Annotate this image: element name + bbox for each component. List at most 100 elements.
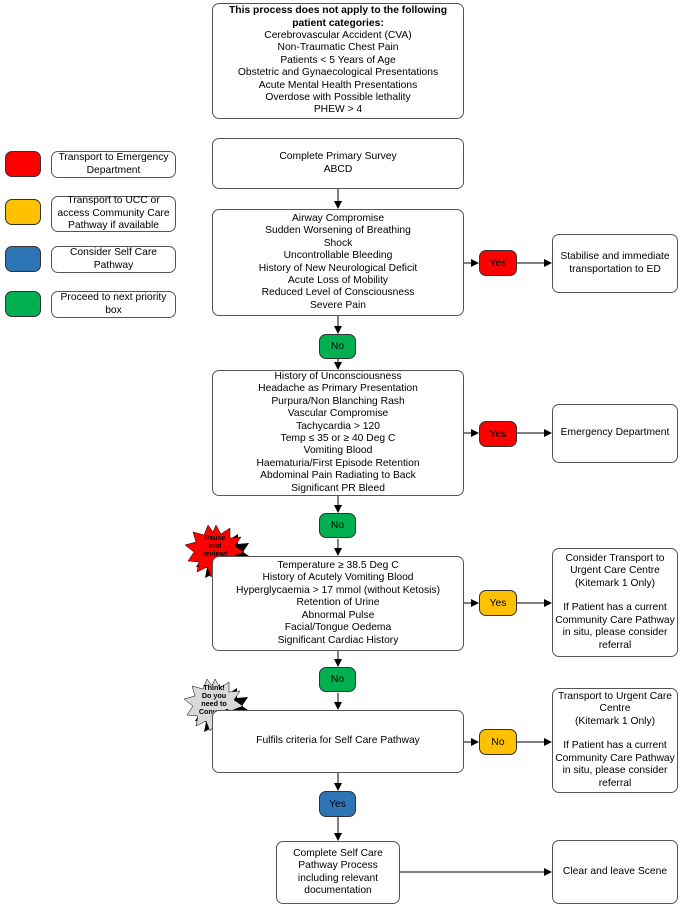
legend-label-red: Transport to Emergency Department — [51, 151, 176, 178]
outcome-text: Community Care Pathway — [555, 614, 675, 626]
box-text: ABCD — [323, 163, 353, 175]
legend-text: Pathway — [93, 259, 134, 271]
criteria-item: Purpura/Non Blanching Rash — [271, 395, 405, 407]
decision-label: Yes — [489, 257, 507, 269]
decision-no-1: No — [319, 334, 356, 359]
outcome-text: Stabilise and immediate — [560, 251, 670, 263]
outcome-text: Consider Transport to — [565, 553, 665, 565]
criteria-item: Acute Loss of Mobility — [287, 274, 389, 286]
decision-yes-2: Yes — [479, 421, 517, 447]
criteria-item: History of Acutely Vomiting Blood — [262, 572, 414, 584]
self-care-process-box: Complete Self Care Pathway Process inclu… — [276, 841, 400, 904]
decision-label: No — [491, 736, 505, 748]
criteria-item: Temp ≤ 35 or ≥ 40 Deg C — [280, 433, 396, 444]
criteria-item: History of New Neurological Deficit — [258, 262, 418, 274]
decision-label: No — [330, 674, 345, 685]
criteria-item: Haematuria/First Episode Retention — [256, 457, 420, 469]
criteria-box-4: Fulfils criteria for Self Care Pathway — [212, 710, 464, 773]
criteria-box-1: Airway Compromise Sudden Worsening of Br… — [212, 209, 464, 316]
decision-label: No — [330, 520, 345, 531]
criteria-item: Hyperglycaemia > 17 mmol (without Ketosi… — [235, 584, 440, 596]
burst-line: Pause — [204, 533, 226, 542]
criteria-item: Reduced Level of Consciousness — [261, 287, 415, 299]
legend-text: Transport to Emergency — [58, 152, 169, 164]
criteria-item: Sudden Worsening of Breathing — [265, 225, 411, 237]
legend-swatch-red — [5, 151, 41, 177]
outcome-text: Transport to Urgent Care — [557, 691, 673, 703]
legend-label-green: Proceed to next priority box — [51, 291, 176, 318]
criteria-item: Significant PR Bleed — [291, 482, 385, 494]
exclusions-heading-line: patient categories: — [292, 17, 384, 29]
decision-label: Yes — [489, 597, 507, 609]
outcome-text: If Patient has a current — [563, 740, 667, 752]
legend-text: access Community Care — [57, 207, 170, 219]
criteria-item: Severe Pain — [309, 299, 367, 311]
criteria-item: Temperature ≥ 38.5 Deg C — [277, 560, 399, 572]
outcome-box-3: Consider Transport to Urgent Care Centre… — [552, 548, 678, 657]
burst-line: Do you — [201, 691, 227, 700]
box-text: Pathway Process — [298, 860, 378, 872]
decision-label: Yes — [489, 428, 507, 440]
burst-line: Think! — [203, 683, 225, 692]
burst-line: need to — [201, 699, 227, 708]
legend-text: Department — [86, 164, 141, 176]
outcome-text: referral — [598, 777, 632, 789]
exclusion-item: PHEW > 4 — [313, 104, 363, 116]
box-text: Complete Primary Survey — [279, 151, 397, 163]
legend-text: Transport to UCC or — [67, 195, 160, 207]
outcome-text: Urgent Care Centre — [570, 565, 660, 577]
burst-line: and — [208, 541, 222, 550]
criteria-item: Significant Cardiac History — [277, 634, 399, 646]
box-text: including relevant — [297, 872, 379, 884]
criteria-item: Headache as Primary Presentation — [258, 383, 418, 395]
decision-yes-1: Yes — [479, 250, 517, 276]
outcome-text: Community Care Pathway — [555, 752, 675, 764]
outcome-text: Clear and leave Scene — [562, 865, 668, 877]
criteria-item: Retention of Urine — [296, 597, 380, 609]
decision-yes-4: Yes — [319, 791, 356, 817]
legend-label-blue: Consider Self Care Pathway — [51, 246, 176, 273]
criteria-item: History of Unconsciousness — [274, 370, 402, 382]
criteria-box-3: Temperature ≥ 38.5 Deg C History of Acut… — [212, 556, 464, 651]
outcome-text: referral — [598, 639, 632, 651]
outcome-text: transportation to ED — [569, 263, 661, 275]
box-text: Complete Self Care — [293, 847, 383, 859]
exclusion-item: Patients < 5 Years of Age — [280, 54, 396, 66]
criteria-item: Tachycardia > 120 — [296, 420, 380, 432]
criteria-item: Vascular Compromise — [287, 408, 389, 420]
legend-text: Pathway if available — [67, 220, 159, 232]
legend-text: box — [105, 304, 122, 316]
exclusion-item: Non-Traumatic Chest Pain — [277, 42, 399, 54]
box-text: documentation — [304, 884, 372, 896]
outcome-box-4: Transport to Urgent Care Centre (Kitemar… — [552, 688, 678, 793]
exclusion-item: Obstetric and Gynaecological Presentatio… — [237, 67, 439, 79]
criteria-item: Facial/Tongue Oedema — [284, 622, 392, 634]
decision-yes-3: Yes — [479, 590, 517, 616]
criteria-item: Abnormal Pulse — [301, 609, 375, 621]
legend-swatch-green — [5, 291, 41, 317]
criteria-item: Fulfils criteria for Self Care Pathway — [256, 735, 420, 747]
exclusion-item: Overdose with Possible lethality — [265, 92, 411, 104]
decision-label: No — [330, 341, 345, 352]
criteria-box-2: History of Unconsciousness Headache as P… — [212, 370, 464, 496]
legend-text: Proceed to next priority — [60, 292, 167, 304]
decision-no-2: No — [319, 513, 356, 538]
decision-label: Yes — [329, 798, 346, 810]
outcome-text: Emergency Department — [560, 427, 670, 439]
legend-swatch-amber — [5, 199, 41, 225]
decision-no-4: No — [479, 729, 517, 755]
exclusions-box: This process does not apply to the follo… — [212, 3, 464, 119]
outcome-text: in situ, please consider — [562, 627, 668, 639]
criteria-item: Vomiting Blood — [303, 445, 373, 457]
criteria-item: Airway Compromise — [291, 212, 385, 224]
pause-review-text: Pause and review! — [198, 534, 232, 558]
outcome-text: Centre — [599, 703, 631, 715]
outcome-box-1: Stabilise and immediate transportation t… — [552, 234, 678, 293]
criteria-item: Shock — [323, 237, 353, 249]
exclusion-item: Acute Mental Health Presentations — [258, 79, 418, 91]
exclusion-item: Cerebrovascular Accident (CVA) — [264, 29, 412, 41]
burst-line: review! — [202, 549, 228, 558]
criteria-item: Uncontrollable Bleeding — [283, 250, 393, 262]
legend-swatch-blue — [5, 246, 41, 272]
